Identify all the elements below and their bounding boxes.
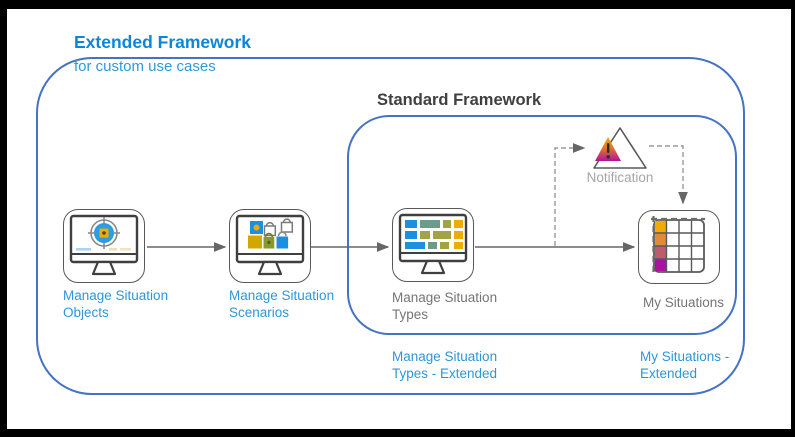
extended-framework-box bbox=[36, 57, 745, 395]
step-card-my-situations bbox=[638, 210, 720, 284]
step-label-manage-situation-objects: Manage Situation Objects bbox=[63, 288, 169, 320]
step-label-manage-situation-types: Manage Situation Types bbox=[392, 290, 498, 322]
step-card-manage-situation-types bbox=[392, 208, 474, 282]
notification-label: Notification bbox=[586, 170, 654, 185]
step-card-manage-situation-scenarios bbox=[229, 209, 311, 283]
step-card-manage-situation-objects bbox=[63, 209, 145, 283]
standard-framework-box bbox=[347, 115, 737, 335]
situations-grid-icon bbox=[651, 216, 705, 273]
extended-label-manage-situation-types: Manage Situation Types - Extended bbox=[392, 349, 498, 381]
monitor-target-icon bbox=[69, 214, 139, 276]
standard-framework-title: Standard Framework bbox=[377, 91, 542, 109]
step-label-manage-situation-scenarios: Manage Situation Scenarios bbox=[229, 288, 335, 320]
monitor-tiles-icon bbox=[398, 213, 468, 275]
extended-framework-title: Extended Framework bbox=[74, 32, 251, 52]
monitor-locks-icon bbox=[235, 214, 305, 276]
extended-label-my-situations: My Situations - Extended bbox=[640, 349, 730, 381]
extended-framework-subtitle: for custom use cases bbox=[74, 58, 216, 75]
step-label-my-situations: My Situations bbox=[643, 295, 725, 310]
